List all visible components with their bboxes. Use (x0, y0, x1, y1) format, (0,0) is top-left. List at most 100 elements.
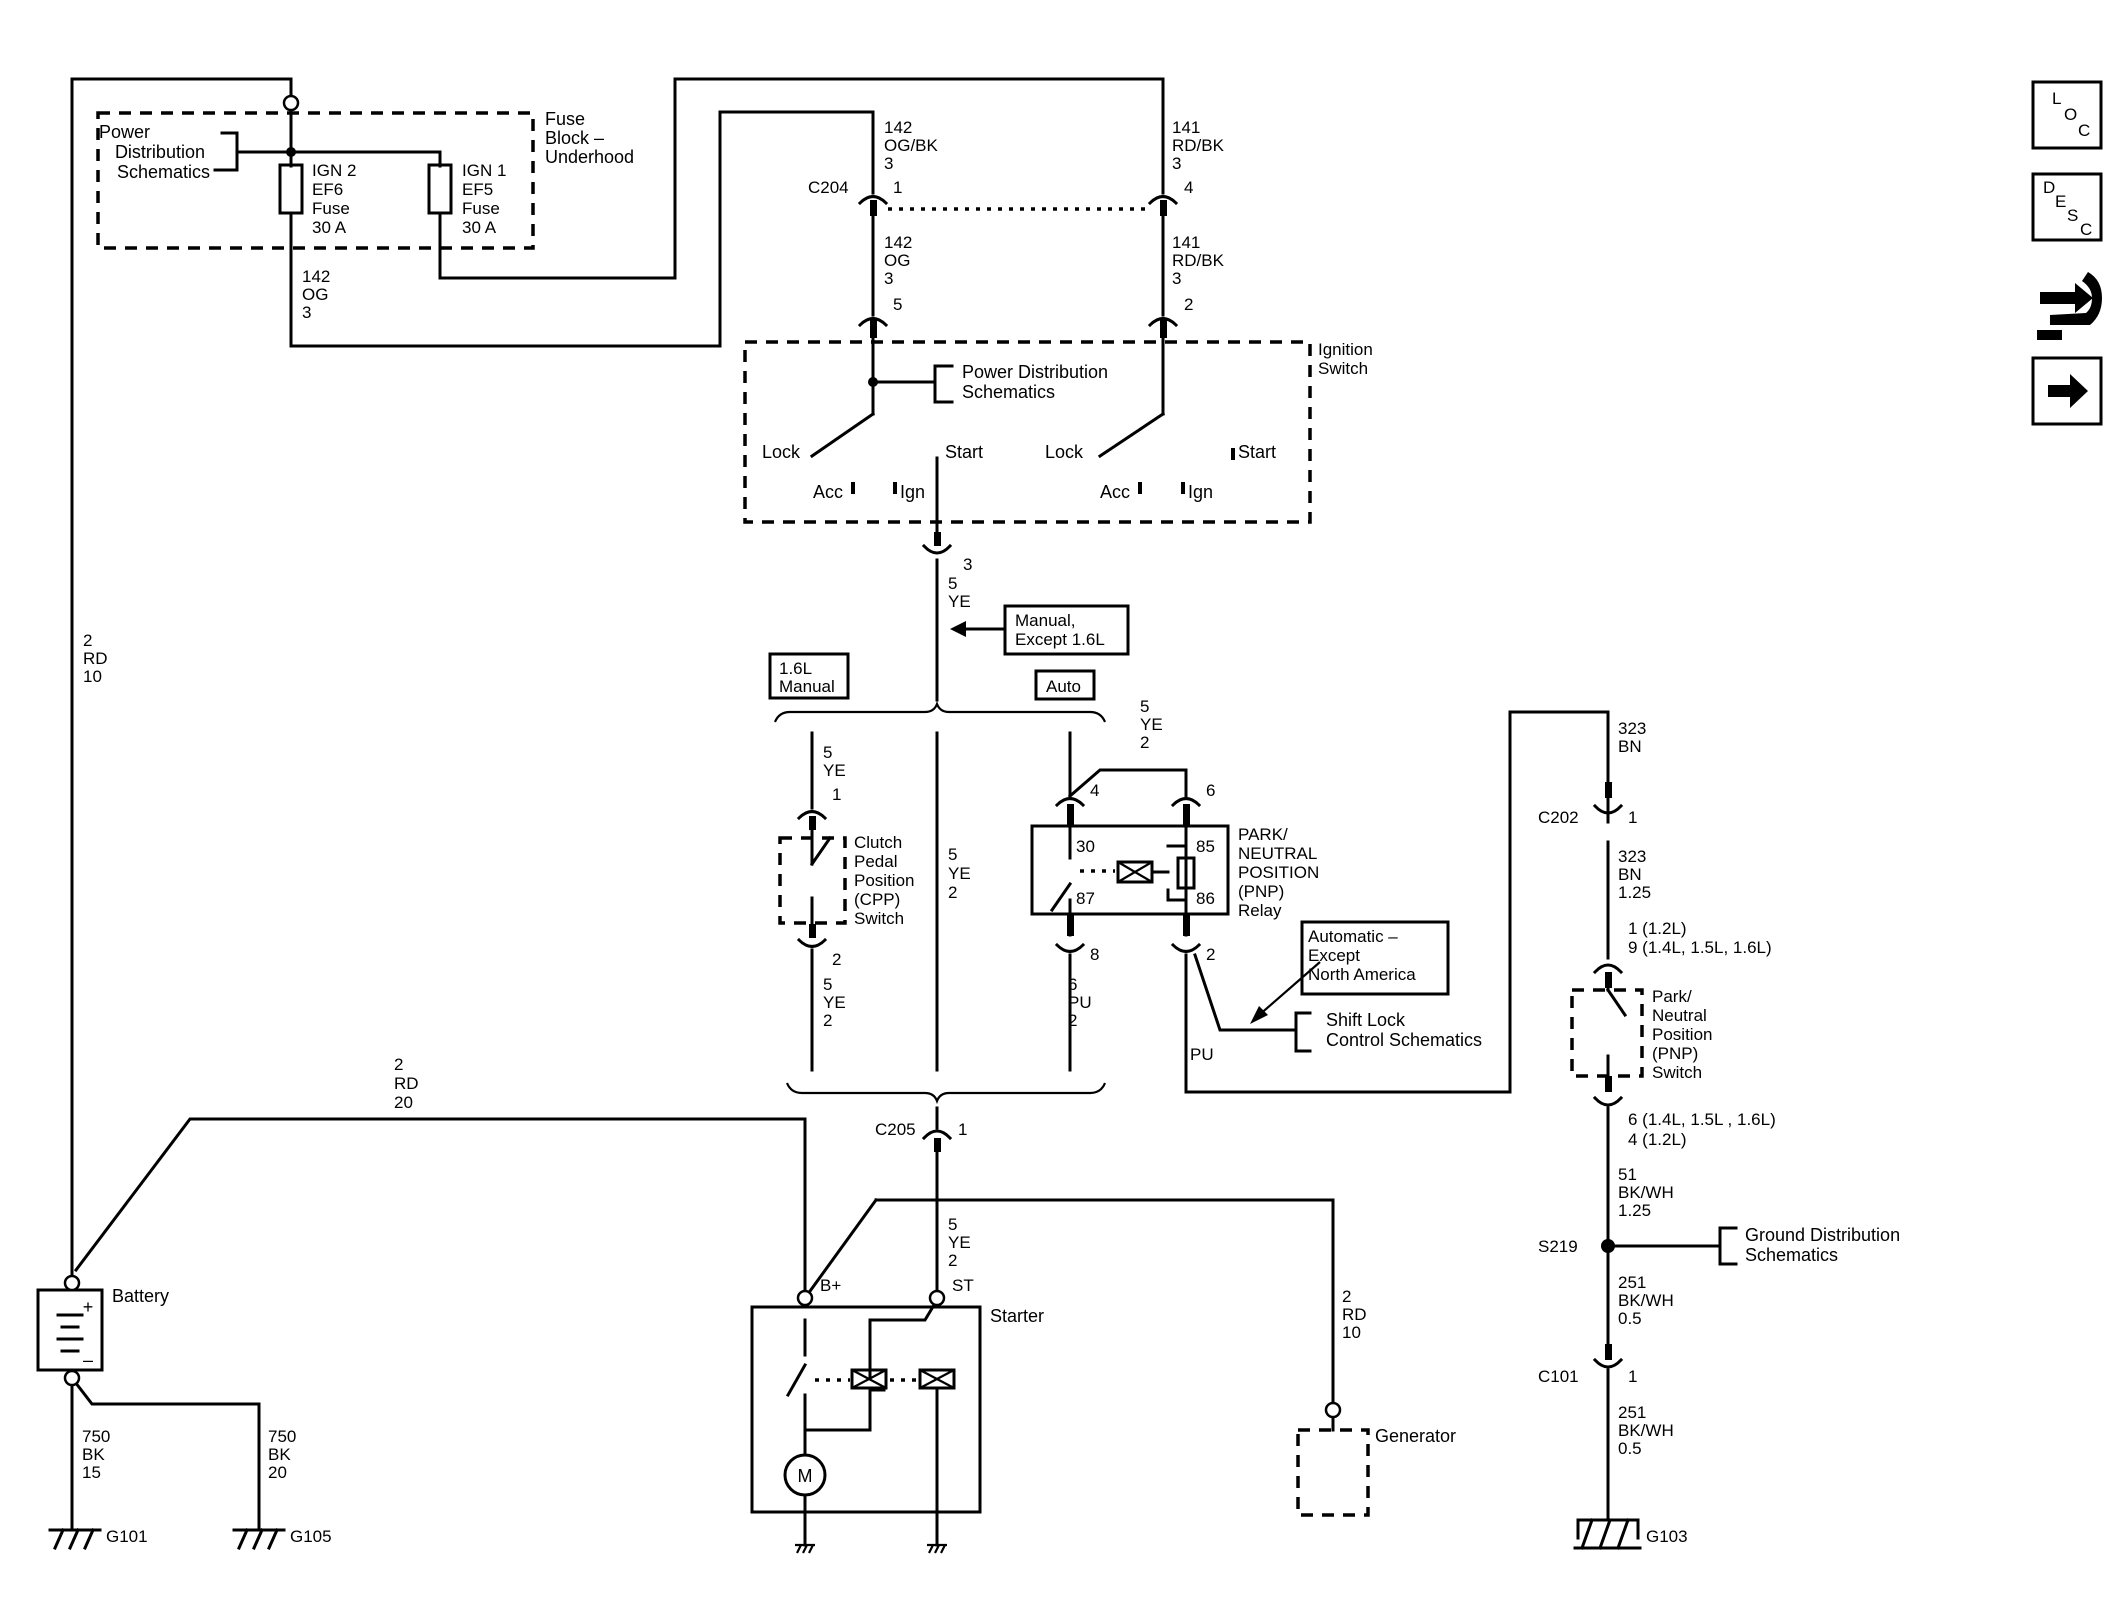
pnp-relay-box (1030, 824, 1230, 916)
connectors (63, 94, 1624, 1419)
starter-solenoid-ground (927, 1543, 947, 1554)
loc-letter-l: L (2052, 89, 2061, 108)
relay-86: 86 (1196, 889, 1215, 908)
c202-label: C202 (1538, 808, 1579, 827)
manual-except-label: Manual, Except 1.6L (1015, 611, 1105, 649)
battery-minus: – (83, 1350, 93, 1370)
wire-251-a-label: 251 BK/WH 0.5 (1618, 1273, 1678, 1328)
wire-5ye-cpp-bot-label: 5 YE 2 (823, 975, 850, 1030)
generator-outline (1296, 1428, 1370, 1517)
b-plus-label: B+ (820, 1276, 841, 1295)
pnp-pins-top-label: 1 (1.2L) 9 (1.4L, 1.5L, 1.6L) (1628, 919, 1772, 957)
g101-ground (48, 1528, 102, 1550)
s219-label: S219 (1538, 1237, 1578, 1256)
label-boxes (768, 364, 1738, 1266)
components (36, 111, 1644, 1547)
wire-rd-battery-feed (70, 77, 293, 1285)
manual-16-label: 1.6L Manual (779, 659, 835, 696)
desc-letter-s: S (2067, 206, 2078, 225)
wires (69, 77, 1722, 1532)
g105-ground (232, 1528, 286, 1550)
relay-85: 85 (1196, 837, 1215, 856)
grounds (48, 1386, 1642, 1554)
wire-142-og-mid-label: 142 OG 3 (884, 233, 917, 288)
wire-rd10-gen-label: 2 RD 10 (1342, 1287, 1371, 1342)
acc-2: Acc (1100, 482, 1130, 502)
c204-label: C204 (808, 178, 849, 197)
pu-label: PU (1190, 1045, 1214, 1064)
manual-except-box (1003, 604, 1130, 656)
ign-1: Ign (900, 482, 925, 502)
fuse-block-outline (96, 111, 535, 250)
wire-rd20-label: 2 RD 20 (394, 1055, 423, 1112)
next-arrow-button[interactable] (2031, 356, 2103, 426)
ign1-fuse-label: IGN 1 EF5 Fuse 30 A (462, 161, 511, 237)
wire-5ye-center-label: 5 YE 2 (948, 845, 975, 902)
loc-letter-o: O (2064, 105, 2077, 124)
lock-2: Lock (1045, 442, 1084, 462)
g103-label: G103 (1646, 1527, 1688, 1546)
wire-750-b-label: 750 BK 20 (268, 1427, 301, 1482)
pin-5: 5 (893, 295, 902, 314)
lock-1: Lock (762, 442, 801, 462)
start-1: Start (945, 442, 983, 462)
ground-dist-label: Ground Distribution Schematics (1745, 1225, 1905, 1265)
pnp-relay-label: PARK/ NEUTRAL POSITION (PNP) Relay (1238, 825, 1324, 920)
power-dist-1: Power Distribution Schematics (99, 122, 210, 182)
c205-label: C205 (875, 1120, 916, 1139)
ign1-fuse (427, 163, 453, 215)
acc-1: Acc (813, 482, 843, 502)
auto-box (1034, 669, 1096, 701)
wire-rd-left-label: 2 RD 10 (83, 631, 112, 686)
text-labels: Power Distribution Schematics Fuse Block… (82, 109, 1905, 1546)
starter-motor-ground (795, 1543, 815, 1554)
wire-rd-20 (73, 1117, 807, 1300)
pin-c204-4: 4 (1184, 178, 1193, 197)
ign-2: Ign (1188, 482, 1213, 502)
shift-lock-label: Shift Lock Control Schematics (1326, 1010, 1482, 1050)
pnp-switch-label: Park/ Neutral Position (PNP) Switch (1652, 987, 1717, 1082)
relay-87: 87 (1076, 889, 1095, 908)
auto-label: Auto (1046, 677, 1081, 696)
start-2: Start (1238, 442, 1276, 462)
relay-30: 30 (1076, 837, 1095, 856)
wire-750-a-label: 750 BK 15 (82, 1427, 115, 1482)
loc-button[interactable]: L O C (2031, 80, 2103, 150)
connector-button[interactable] (2037, 272, 2102, 340)
wire-251-b-label: 251 BK/WH 0.5 (1618, 1403, 1678, 1458)
ign2-fuse-label: IGN 2 EF6 Fuse 30 A (312, 161, 361, 237)
c101-label: C101 (1538, 1367, 1579, 1386)
g105-label: G105 (290, 1527, 332, 1546)
pin-2-cpp: 2 (832, 950, 841, 969)
g103-ground (1573, 1518, 1642, 1550)
battery-label: Battery (112, 1286, 169, 1306)
starter-label: Starter (990, 1306, 1044, 1326)
wire-142-og (289, 110, 875, 348)
pin-8: 8 (1090, 945, 1099, 964)
pin-c204-1: 1 (893, 178, 902, 197)
st-label: ST (952, 1276, 974, 1295)
wire-6pu-label: 6 PU 2 (1068, 975, 1096, 1030)
pin-2-top: 2 (1184, 295, 1193, 314)
wire-142-ogbk-label: 142 OG/BK 3 (884, 118, 943, 173)
battery-plus: + (83, 1297, 94, 1317)
wire-141-rdbk-mid-label: 141 RD/BK 3 (1172, 233, 1229, 288)
desc-button[interactable]: D E S C (2031, 172, 2103, 242)
ignition-switch-label: Ignition Switch (1318, 340, 1378, 378)
desc-letter-e: E (2055, 192, 2066, 211)
wire-323-top-label: 323 BN (1618, 719, 1651, 756)
ign2-fuse (278, 163, 304, 215)
wire-51-label: 51 BK/WH 1.25 (1618, 1165, 1678, 1220)
pin-4: 4 (1090, 781, 1099, 800)
generator-label: Generator (1375, 1426, 1456, 1446)
starter-box (750, 1305, 982, 1514)
connector-end-view-icon (2037, 272, 2102, 340)
pin-c101-1: 1 (1628, 1367, 1637, 1386)
pin-c205-1: 1 (958, 1120, 967, 1139)
wire-5ye-top-label: 3 5 YE (948, 555, 977, 611)
wire-142-og-top-label: 142 OG 3 (302, 267, 335, 322)
power-dist-2: Power Distribution Schematics (962, 362, 1113, 402)
wire-323-mid-label: 323 BN 1.25 (1618, 847, 1651, 902)
motor-label: M (798, 1466, 813, 1486)
